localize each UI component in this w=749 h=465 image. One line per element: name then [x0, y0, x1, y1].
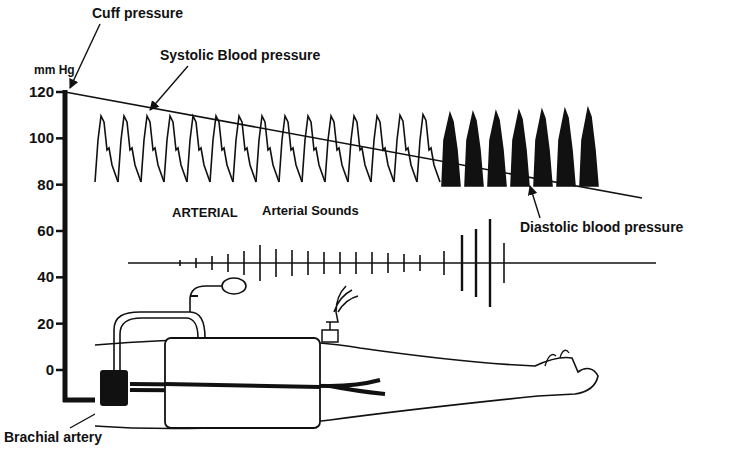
section-label: ARTERIAL [172, 206, 238, 220]
axis-bar [63, 90, 68, 402]
axis-number: 0 [46, 362, 54, 379]
leader-line [150, 66, 188, 110]
sound-tick [195, 258, 197, 268]
sound-tick [323, 252, 325, 274]
pressure-pulse [302, 116, 325, 182]
axis-number: 80 [37, 176, 54, 193]
axis-tick [56, 369, 65, 372]
axis-tick [56, 230, 65, 233]
brachial-artery [165, 384, 320, 387]
pressure-pulse [118, 116, 141, 182]
axis-number: 40 [37, 269, 54, 286]
sound-tick [275, 249, 277, 277]
sound-tick [489, 219, 491, 307]
sound-tick [475, 229, 477, 297]
sound-tick [443, 251, 445, 275]
axis-tick [56, 183, 65, 186]
pressure-pulse [534, 110, 552, 186]
pressure-pulse [95, 116, 118, 182]
sound-tick [307, 251, 309, 275]
pressure-pulse [256, 116, 279, 182]
pressure-pulse [348, 116, 371, 182]
leader-line [70, 24, 100, 88]
axis-tick [56, 91, 65, 94]
manometer [100, 370, 128, 406]
sound-tick [461, 235, 463, 291]
fingers [545, 350, 569, 366]
sound-tick [259, 245, 261, 281]
pressure-pulse [279, 116, 302, 182]
valve [190, 295, 198, 297]
tube [190, 286, 222, 312]
sound-tick [371, 252, 373, 274]
pressure-pulse [417, 114, 440, 182]
axis-ticks [56, 92, 65, 370]
stethoscope-bell [322, 330, 338, 342]
axis-unit: mm Hg [34, 64, 75, 77]
pressure-pulse [210, 116, 233, 182]
pressure-pulse [488, 112, 506, 186]
sound-tick [227, 254, 229, 272]
callout-label: Brachial artery [4, 430, 102, 445]
axis-number: 20 [37, 315, 54, 332]
pressure-pulse [325, 116, 348, 182]
axis-tick [56, 322, 65, 325]
sound-tick [243, 251, 245, 275]
pressure-pulse [557, 110, 575, 186]
sound-tick [503, 243, 505, 283]
sound-tick [339, 252, 341, 274]
tube [114, 312, 205, 370]
sound-tick [403, 254, 405, 272]
cuff [165, 338, 320, 428]
tube [120, 318, 198, 370]
inflation-bulb [222, 278, 246, 294]
section-label: Arterial Sounds [262, 204, 359, 218]
pressure-pulse [187, 116, 210, 182]
sound-tick [387, 253, 389, 273]
callout-label: Systolic Blood pressure [160, 48, 320, 63]
pressure-pulse [465, 113, 483, 186]
axis-number: 60 [37, 223, 54, 240]
pressure-pulse [580, 109, 598, 186]
axis-tick [56, 137, 65, 140]
sound-tick [179, 260, 181, 266]
sound-tick [211, 256, 213, 270]
sound-tick [355, 252, 357, 274]
callout-label: Cuff pressure [92, 6, 183, 21]
pressure-pulse [442, 114, 460, 186]
sound-tick [419, 255, 421, 271]
leader-line [530, 186, 540, 218]
callout-label: Diastolic blood pressure [520, 220, 683, 235]
axis-number: 120 [29, 84, 54, 101]
pressure-pulse [141, 116, 164, 182]
sound-tick [291, 250, 293, 276]
sound-baseline [128, 262, 656, 263]
axis-number: 100 [29, 130, 54, 147]
pressure-pulse [394, 115, 417, 182]
pressure-wave [95, 109, 598, 186]
pressure-pulse [164, 116, 187, 182]
arterial-sounds [180, 219, 504, 307]
axis-tick [56, 276, 65, 279]
